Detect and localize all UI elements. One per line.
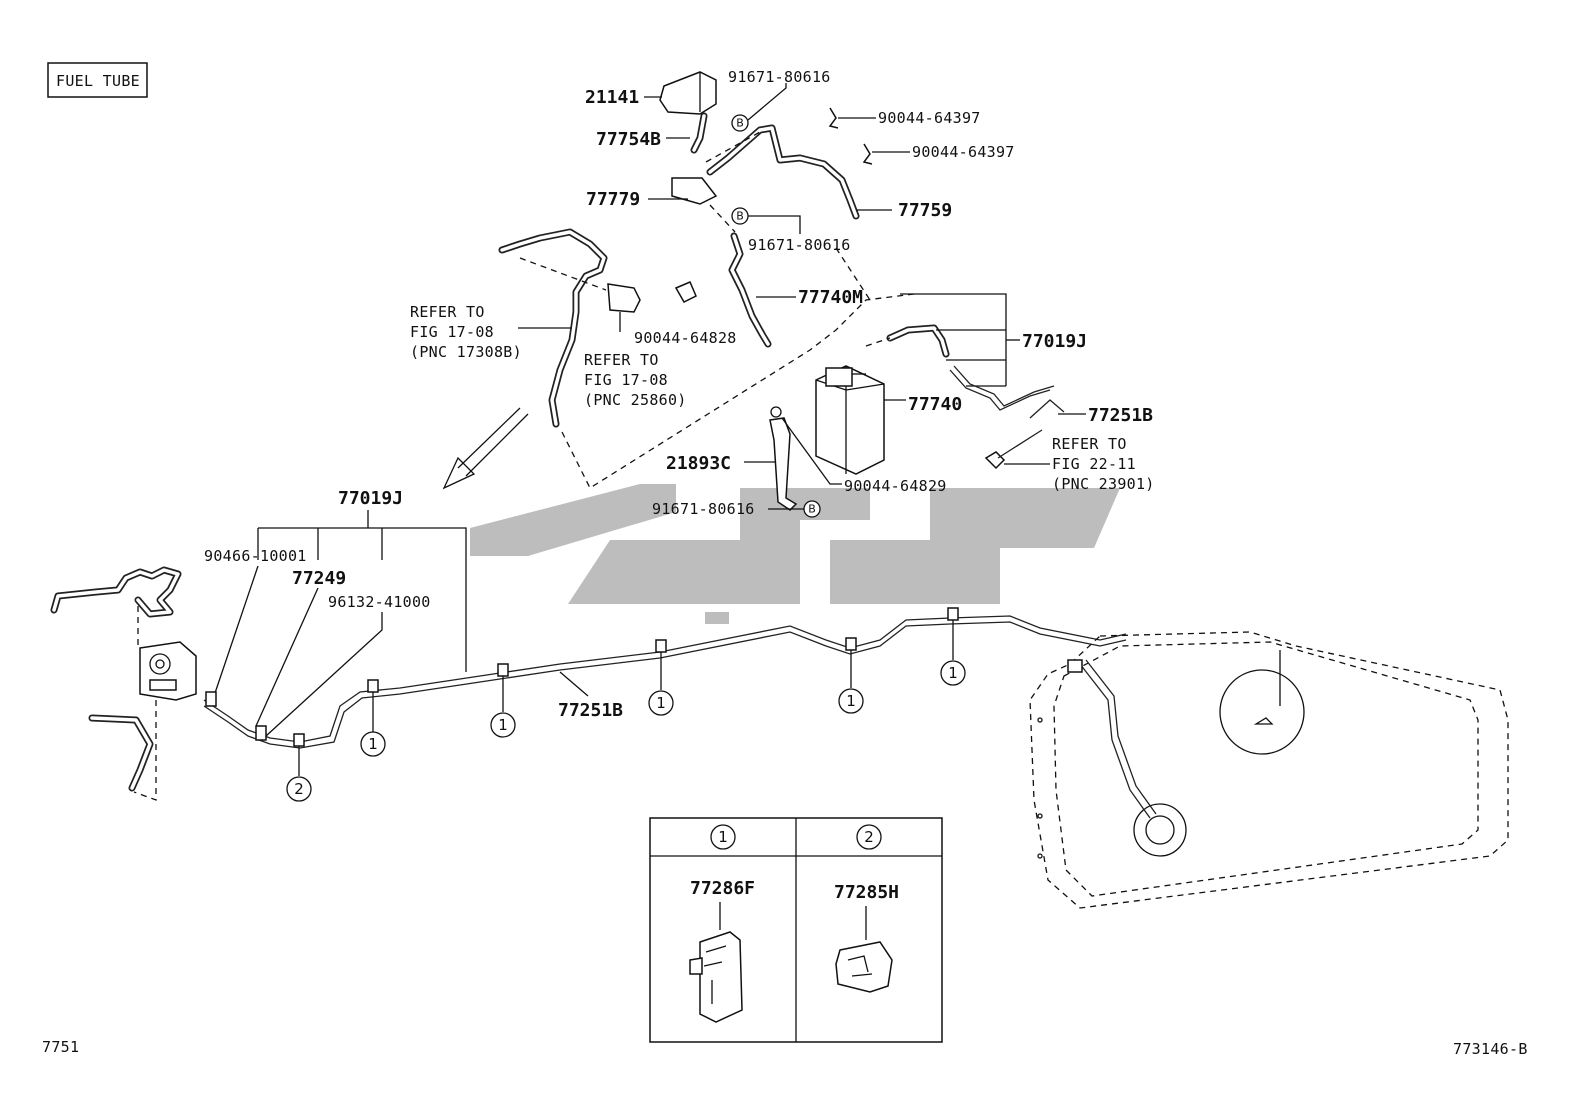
svg-text:REFER TO: REFER TO: [410, 303, 485, 321]
callout-77740M: 77740M: [798, 287, 863, 308]
svg-text:FIG 17-08: FIG 17-08: [584, 371, 668, 389]
clip-icon: [674, 281, 697, 303]
watermark-logo: [470, 484, 1120, 624]
fuel-tank-outline: [1029, 631, 1509, 909]
callout-90044-64397-b: 90044-64397: [912, 143, 1015, 161]
svg-text:REFER TO: REFER TO: [584, 351, 659, 369]
charcoal-canister-77740: [815, 365, 885, 475]
callout-77754B: 77754B: [596, 129, 661, 150]
callout-77759: 77759: [898, 200, 952, 221]
clamp-marker-1: 1: [360, 679, 386, 757]
clip-icon: [828, 107, 839, 129]
figure-code: 773146-B: [1453, 1040, 1528, 1058]
callout-90044-64828: 90044-64828: [634, 329, 737, 347]
bolt-marker-label: B: [808, 503, 816, 516]
svg-text:FIG 22-11: FIG 22-11: [1052, 455, 1136, 473]
callout-90466-10001: 90466-10001: [204, 547, 307, 565]
legend-part-77285H: 77285H: [834, 882, 899, 903]
svg-text:1: 1: [656, 694, 666, 712]
callout-77779: 77779: [586, 189, 640, 210]
bracket-77779: [671, 177, 718, 205]
callout-77019J-left: 77019J: [338, 488, 403, 509]
svg-text:1: 1: [498, 716, 508, 734]
svg-text:FIG 17-08: FIG 17-08: [410, 323, 494, 341]
clamp-marker-1: 1: [838, 637, 864, 714]
bolt-marker-label: B: [736, 210, 744, 223]
section-label: FUEL TUBE: [47, 62, 148, 98]
refer-note-3: REFER TO FIG 22-11 (PNC 23901): [984, 429, 1155, 493]
clamp-marker-1: 1: [490, 663, 516, 738]
callout-96132-41000: 96132-41000: [328, 593, 431, 611]
direction-arrow-icon: [442, 407, 529, 490]
bolt-marker-b: [731, 114, 749, 132]
fuel-filter-housing: [139, 641, 197, 701]
legend-part-77286F: 77286F: [690, 878, 755, 899]
vsv-valve: [607, 283, 641, 313]
clamp-marker-1: 1: [940, 607, 966, 686]
clamp-77285H-icon: [835, 941, 893, 993]
legend-marker-2: 2: [864, 828, 874, 846]
callout-21893C: 21893C: [666, 453, 731, 474]
clamp-marker-1: 1: [648, 639, 674, 716]
callout-91671-mid: 91671-80616: [748, 236, 851, 254]
bolt-marker-label: B: [736, 117, 744, 130]
callout-91671-top: 91671-80616: [728, 68, 831, 86]
callout-90044-64829: 90044-64829: [844, 477, 947, 495]
callout-21141: 21141: [585, 87, 639, 108]
clip-icon: [862, 143, 873, 165]
svg-text:(PNC 23901): (PNC 23901): [1052, 475, 1155, 493]
clamp-marker-2: 2: [286, 733, 312, 802]
callout-90044-64397-a: 90044-64397: [878, 109, 981, 127]
svg-text:1: 1: [368, 735, 378, 753]
callout-77251B-right: 77251B: [1088, 405, 1153, 426]
callout-91671-low: 91671-80616: [652, 500, 755, 518]
fuel-tube-77251B: [203, 615, 1127, 749]
clamp-legend-table: 1 2 77286F 77285H: [649, 817, 943, 1043]
svg-text:(PNC 17308B): (PNC 17308B): [410, 343, 522, 361]
refer-note-1: REFER TO FIG 17-08 (PNC 17308B): [410, 303, 572, 361]
callout-77251B-main: 77251B: [558, 700, 623, 721]
callout-77740: 77740: [908, 394, 962, 415]
svg-text:1: 1: [948, 664, 958, 682]
legend-marker-1: 1: [718, 828, 728, 846]
clamp-77286F-icon: [689, 931, 743, 1023]
svg-text:1: 1: [846, 692, 856, 710]
section-label-text: FUEL TUBE: [56, 72, 140, 90]
refer-note-2: REFER TO FIG 17-08 (PNC 25860): [584, 351, 687, 409]
svg-text:REFER TO: REFER TO: [1052, 435, 1127, 453]
callout-77019J-right: 77019J: [1022, 331, 1087, 352]
callout-77249: 77249: [292, 568, 346, 589]
filter-21141: [659, 71, 717, 115]
page-code: 7751: [42, 1038, 79, 1056]
svg-text:2: 2: [294, 780, 304, 798]
svg-text:(PNC 25860): (PNC 25860): [584, 391, 687, 409]
